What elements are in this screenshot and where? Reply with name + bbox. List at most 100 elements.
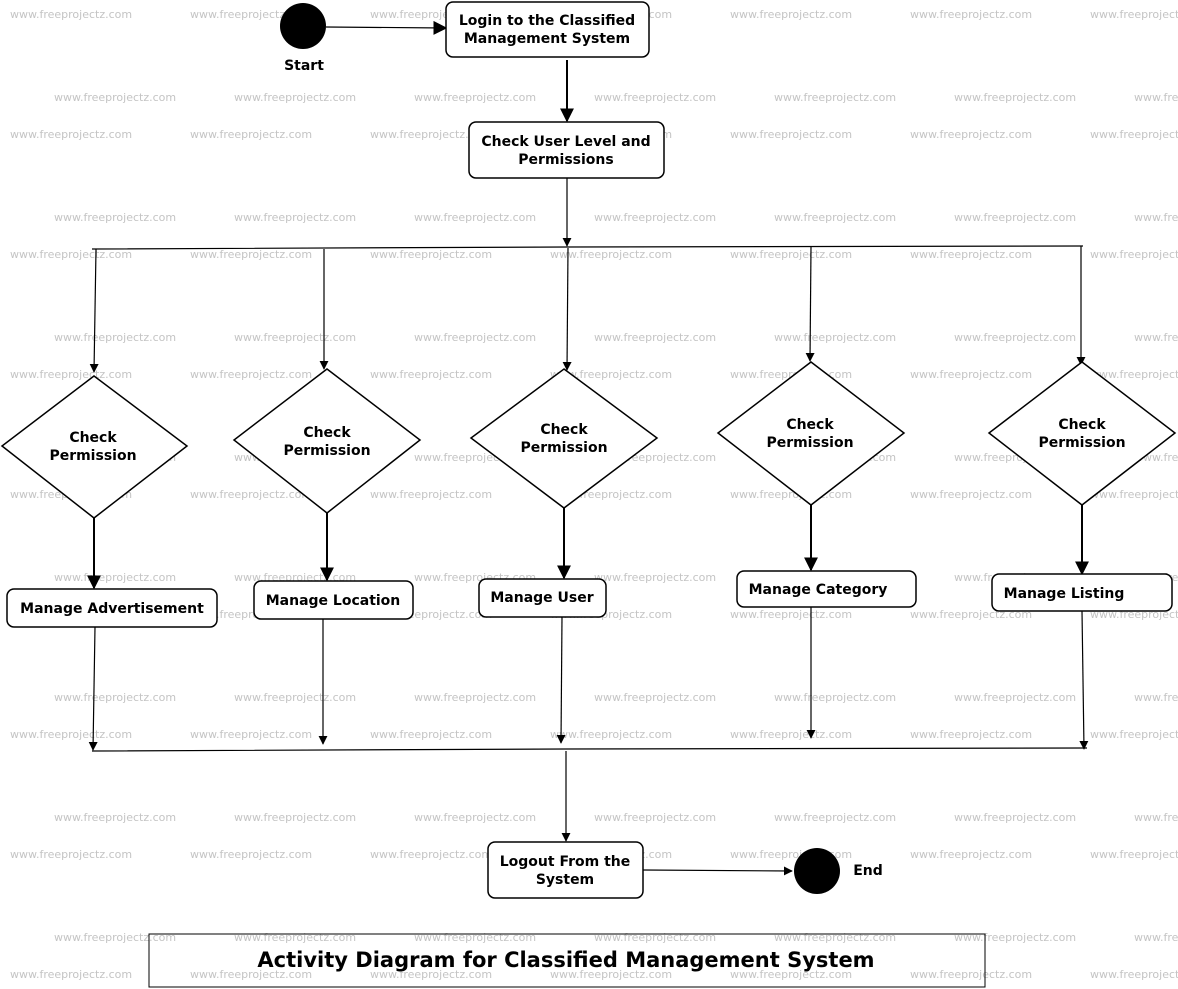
- decision-1-label-line1: Check: [69, 430, 117, 446]
- watermark-text: www.freeprojectz.com: [910, 728, 1032, 741]
- watermark-text: www.freeprojectz.com: [10, 128, 132, 141]
- edge-fork-decision-4: [805, 246, 815, 362]
- check-level-label-line2: Permissions: [518, 152, 613, 168]
- watermark-text: www.freeprojectz.com: [10, 248, 132, 261]
- action-1-label: Manage Advertisement: [20, 601, 204, 617]
- watermark-text: www.freeprojectz.com: [54, 931, 176, 944]
- decision-4-label-line1: Check: [786, 417, 834, 433]
- watermark-text: www.freeprojectz.com: [1134, 811, 1178, 824]
- watermark-text: www.freeprojectz.com: [10, 968, 132, 981]
- watermark-text: www.freeprojectz.com: [10, 848, 132, 861]
- login-activity: [445, 1, 650, 58]
- watermark-text: www.freeprojectz.com: [1134, 211, 1178, 224]
- start-label: Start: [284, 58, 324, 74]
- watermark-text: www.freeprojectz.com: [190, 248, 312, 261]
- decision-5-label-line1: Check: [1058, 417, 1106, 433]
- action-2: Manage Location: [253, 580, 414, 620]
- watermark-text: www.freeprojectz.com: [370, 728, 492, 741]
- watermark-text: www.freeprojectz.com: [910, 8, 1032, 21]
- watermark-text: www.freeprojectz.com: [954, 691, 1076, 704]
- watermark-text: www.freeprojectz.com: [414, 331, 536, 344]
- decision-1-label-line2: Permission: [49, 448, 136, 464]
- watermark-text: www.freeprojectz.com: [190, 968, 312, 981]
- watermark-text: www.freeprojectz.com: [1134, 691, 1178, 704]
- action-4-box: [736, 570, 917, 608]
- watermark-text: www.freeprojectz.com: [550, 968, 672, 981]
- watermark-text: www.freeprojectz.com: [54, 91, 176, 104]
- watermark-text: www.freeprojectz.com: [190, 368, 312, 381]
- watermark-text: www.freeprojectz.com: [370, 968, 492, 981]
- edge-action-join-5: [1079, 610, 1089, 750]
- watermark-text: www.freeprojectz.com: [414, 691, 536, 704]
- watermark-text: www.freeprojectz.com: [910, 488, 1032, 501]
- watermark-text: www.freeprojectz.com: [594, 91, 716, 104]
- watermark-text: www.freeprojectz.com: [234, 331, 356, 344]
- end-node: [794, 848, 840, 894]
- watermark-text: www.freeprojectz.com: [1090, 128, 1178, 141]
- action-1-box: [6, 588, 218, 628]
- decision-3: Check Permission: [469, 368, 659, 509]
- watermark-text: www.freeprojectz.com: [10, 8, 132, 21]
- action-3-label: Manage User: [490, 590, 593, 606]
- watermark-text: www.freeprojectz.com: [54, 211, 176, 224]
- watermark-text: www.freeprojectz.com: [370, 248, 492, 261]
- watermark-text: www.freeprojectz.com: [954, 211, 1076, 224]
- watermark-text: www.freeprojectz.com: [10, 728, 132, 741]
- join-bar: [91, 747, 1088, 752]
- action-2-label: Manage Location: [266, 593, 401, 609]
- watermark-text: www.freeprojectz.com: [954, 811, 1076, 824]
- action-5-label: Manage Listing: [1004, 586, 1125, 602]
- title-box: [148, 933, 986, 988]
- decision-4-label-line2: Permission: [766, 435, 853, 451]
- end-label: End: [853, 863, 883, 879]
- watermark-text: www.freeprojectz.com: [774, 931, 896, 944]
- check-level-label-line1: Check User Level and: [481, 134, 650, 150]
- watermark-text: www.freeprojectz.com: [54, 571, 176, 584]
- watermark-text: www.freeprojectz.com: [594, 571, 716, 584]
- watermark-text: www.freeprojectz.com: [550, 728, 672, 741]
- watermark-text: www.freeprojectz.com: [234, 211, 356, 224]
- watermark-text: www.freeprojectz.com: [594, 811, 716, 824]
- watermark-text: www.freeprojectz.com: [550, 368, 672, 381]
- action-5: Manage Listing: [991, 573, 1173, 612]
- watermark-text: www.freeprojectz.com: [54, 691, 176, 704]
- edge-start-login: [325, 20, 448, 35]
- watermark-text: www.freeprojectz.com: [190, 128, 312, 141]
- logout-label-line1: Logout From the: [500, 854, 631, 870]
- watermark-text: www.freeprojectz.com: [910, 248, 1032, 261]
- watermark-text: www.freeprojectz.com: [414, 91, 536, 104]
- watermark-text: www.freeprojectz.com: [1090, 848, 1178, 861]
- watermark-text: www.freeprojectz.com: [910, 968, 1032, 981]
- watermark-text: www.freeprojectz.com: [1090, 968, 1178, 981]
- watermark-text: www.freeprojectz.com: [234, 91, 356, 104]
- watermark-text: www.freeprojectz.com: [414, 211, 536, 224]
- watermark-layer: www.freeprojectz.com www.freeprojectz.com…: [10, 8, 1178, 981]
- watermark-text: www.freeprojectz.com: [594, 931, 716, 944]
- watermark-text: www.freeprojectz.com: [1090, 248, 1178, 261]
- watermark-text: www.freeprojectz.com: [954, 91, 1076, 104]
- watermark-text: www.freeprojectz.com: [370, 848, 492, 861]
- edge-fork-decision-3: [562, 247, 572, 371]
- watermark-text: www.freeprojectz.com: [234, 931, 356, 944]
- decision-5-label-line2: Permission: [1038, 435, 1125, 451]
- watermark-text: www.freeprojectz.com: [774, 331, 896, 344]
- action-1: Manage Advertisement: [6, 588, 218, 628]
- edge-action-join-1: [88, 626, 98, 751]
- watermark-text: www.freeprojectz.com: [414, 931, 536, 944]
- watermark-text: www.freeprojectz.com: [730, 128, 852, 141]
- watermark-text: www.freeprojectz.com: [234, 691, 356, 704]
- decision-5: Check Permission: [987, 361, 1177, 506]
- watermark-text: www.freeprojectz.com: [370, 368, 492, 381]
- action-2-box: [253, 580, 414, 620]
- diagram-title: Activity Diagram for Classified Manageme…: [257, 948, 874, 972]
- watermark-text: www.freeprojectz.com: [10, 368, 132, 381]
- login-label-line1: Login to the Classified: [459, 13, 635, 29]
- edge-action-join-3: [556, 616, 566, 744]
- watermark-text: www.freeprojectz.com: [1090, 728, 1178, 741]
- watermark-text: www.freeprojectz.com: [190, 728, 312, 741]
- watermark-text: www.freeprojectz.com: [54, 331, 176, 344]
- watermark-text: www.freeprojectz.com: [910, 128, 1032, 141]
- decision-2-label-line1: Check: [303, 425, 351, 441]
- login-label-line2: Management System: [464, 31, 630, 47]
